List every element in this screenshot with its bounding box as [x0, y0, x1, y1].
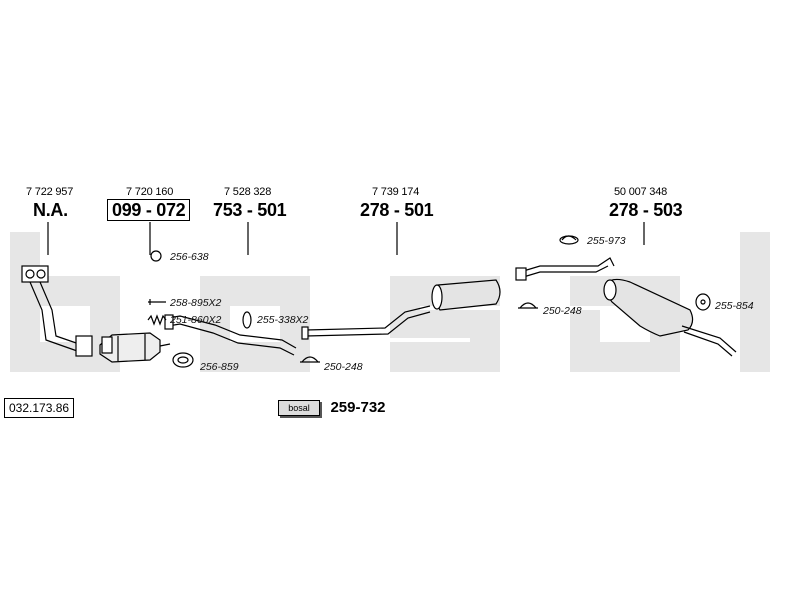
mounting-kit: bosal 259-732 [278, 399, 386, 417]
bosal-logo-icon: bosal [278, 399, 320, 416]
u-clamp-icon [300, 356, 320, 363]
accessory-label: 256-859 [200, 361, 239, 373]
part-number-3: 753 - 501 [213, 200, 287, 220]
part-number-4: 278 - 501 [360, 200, 434, 220]
spring-icon [147, 314, 167, 326]
part-ref-5: 50 007 348 [614, 186, 668, 198]
accessory-label: 256-638 [170, 251, 209, 263]
accessory-label: 255-338X2 [257, 314, 309, 326]
part-ref-4: 7 739 174 [372, 186, 420, 198]
accessory-label: 250-248 [543, 305, 582, 317]
catalytic-converter [99, 332, 171, 363]
accessory-label: 258-895X2 [170, 297, 222, 309]
intermediate-pipe [164, 314, 297, 356]
u-clamp-icon [518, 302, 538, 309]
accessory-label: 251-860X2 [170, 314, 222, 326]
rubber-mount-icon [695, 293, 711, 311]
clamp-icon [242, 311, 252, 329]
part-ref-1: 7 722 957 [26, 186, 74, 198]
part-number-1: N.A. [33, 200, 68, 220]
diagram-code: 032.173.86 [4, 398, 75, 418]
accessory-label: 255-854 [715, 300, 754, 312]
front-pipe [21, 265, 93, 357]
gasket-icon [172, 352, 194, 368]
part-ref-3: 7 528 328 [224, 186, 272, 198]
part-number-5: 278 - 503 [609, 200, 683, 220]
bolt-icon [148, 299, 166, 305]
part-ref-2: 7 720 160 [126, 186, 174, 198]
rear-silencer [515, 257, 737, 357]
part-number-2: 099 - 072 [107, 199, 191, 221]
ring-icon [150, 250, 162, 262]
hanger-icon [559, 235, 579, 245]
accessory-label: 250-248 [324, 361, 363, 373]
center-silencer [301, 279, 501, 340]
kit-part-number: 259-732 [330, 399, 386, 417]
accessory-label: 255-973 [587, 235, 626, 247]
